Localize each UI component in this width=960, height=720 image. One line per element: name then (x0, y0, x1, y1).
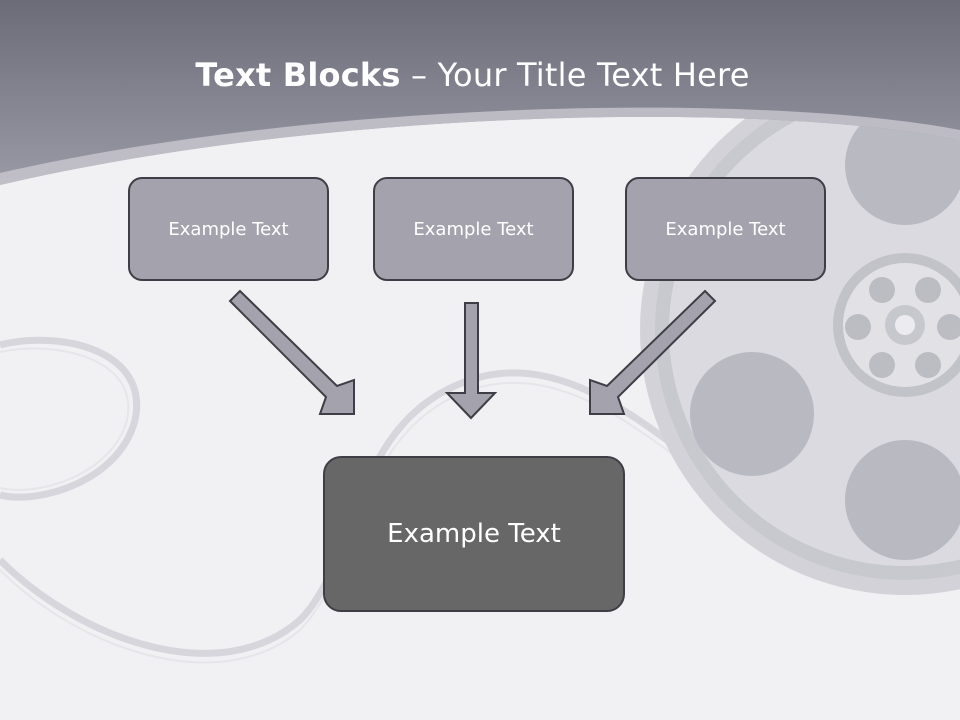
title-bold-part: Text Blocks (195, 56, 401, 94)
text-block-label: Example Text (168, 218, 289, 240)
arrow-left (228, 289, 355, 415)
text-block-main: Example Text (323, 456, 625, 612)
film-reel-icon (640, 65, 960, 595)
text-block-main-label: Example Text (387, 519, 561, 549)
text-block-label: Example Text (413, 218, 534, 240)
text-block-label: Example Text (665, 218, 786, 240)
arrow-right (589, 289, 717, 415)
title-rest: Your Title Text Here (437, 56, 750, 94)
text-block-top-right: Example Text (625, 177, 826, 281)
text-block-top-center: Example Text (373, 177, 574, 281)
text-block-top-left: Example Text (128, 177, 329, 281)
page-title: Text Blocks – Your Title Text Here (0, 52, 945, 98)
title-separator: – (400, 56, 438, 94)
arrow-center (444, 302, 498, 420)
